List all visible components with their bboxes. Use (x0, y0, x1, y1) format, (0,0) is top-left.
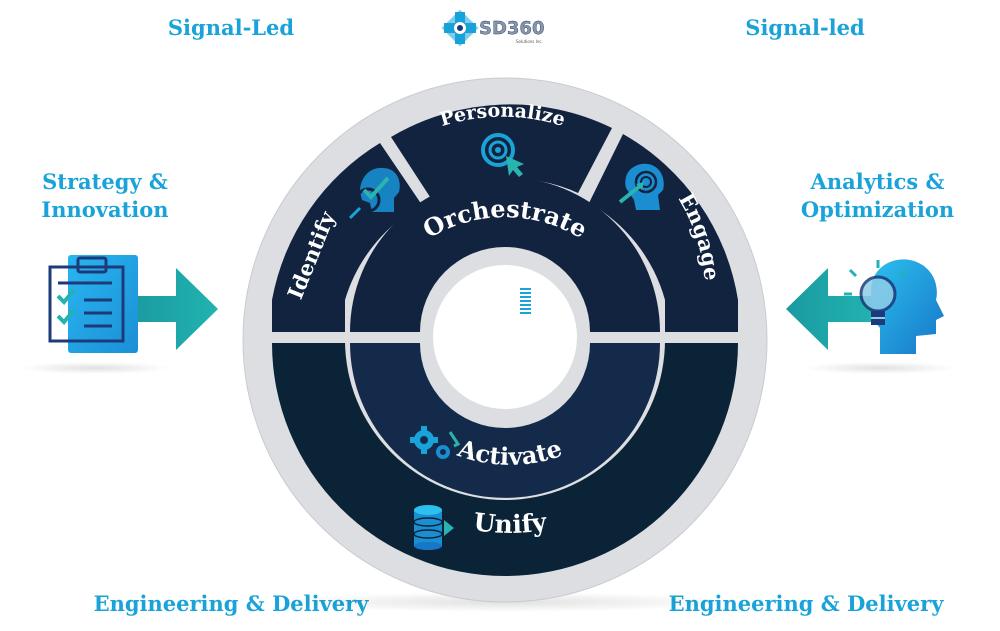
head-lightbulb-icon (786, 259, 944, 354)
side-label-right-line2: Optimization (800, 197, 955, 222)
gears-icon (410, 426, 461, 459)
center-hub-stack-icon (520, 288, 531, 314)
logo-tagline: Solutions Inc. (516, 39, 543, 44)
left-icon-shadow (20, 362, 170, 374)
label-unify: Unify (472, 507, 549, 539)
head-target-icon (618, 163, 664, 210)
right-arrow-icon (132, 268, 218, 350)
right-icon-shadow (805, 362, 955, 374)
left-arrow-icon (786, 268, 875, 350)
center-hub (433, 265, 577, 409)
side-label-left: Strategy & Innovation (30, 168, 180, 224)
segment-activate (350, 343, 660, 498)
corner-label-top-left: Signal-Led (167, 15, 295, 40)
database-icon (413, 505, 454, 550)
side-label-right: Analytics & Optimization (795, 168, 960, 224)
corner-label-top-right: Signal-led (745, 15, 865, 40)
side-label-right-line1: Analytics & (810, 169, 945, 194)
logo-wordmark: SD360 (479, 18, 544, 39)
side-label-left-line1: Strategy & (42, 169, 168, 194)
target-cursor-icon (481, 133, 524, 177)
segment-orchestrate (350, 177, 660, 332)
sd360-logo: SD360 Solutions Inc. (441, 9, 545, 47)
clipboard-checklist-icon (48, 255, 218, 353)
side-label-left-line2: Innovation (41, 197, 169, 222)
head-check-icon (348, 167, 400, 220)
segment-personalize (391, 104, 612, 200)
